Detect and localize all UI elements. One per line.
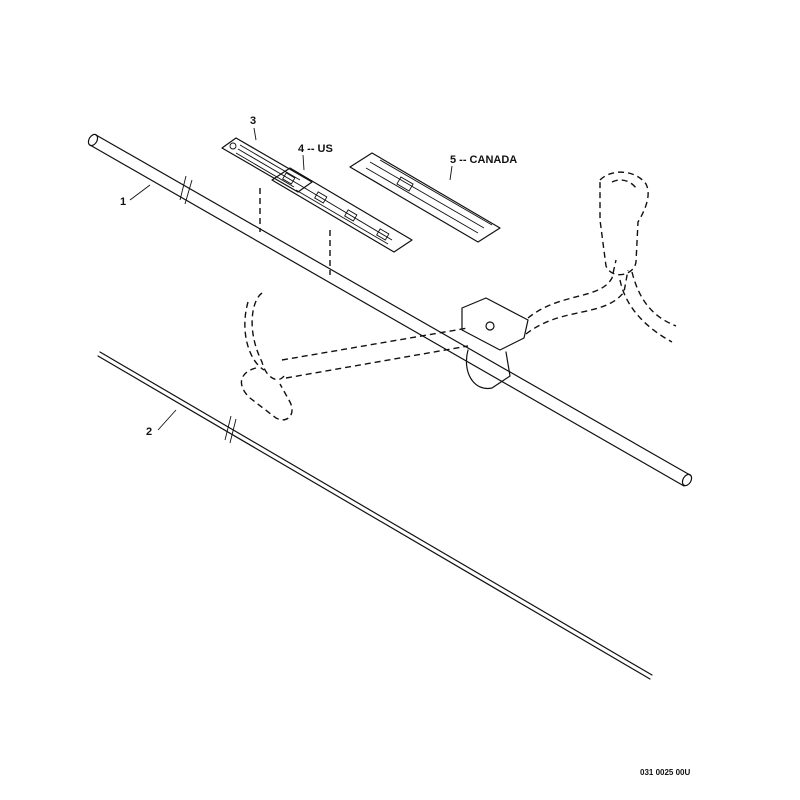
control-handle [599,171,649,276]
callout-4: 4 -- US [298,143,333,171]
loop-handle [240,292,469,421]
callout-label-2: 2 [146,426,152,438]
drive-shaft-part-2 [97,351,653,680]
callout-label-1: 1 [120,196,126,208]
drive-tube-part-1 [87,133,693,487]
callout-3: 3 [250,115,257,141]
label-part-4-us [271,167,413,275]
callout-5: 5 -- CANADA [449,154,517,181]
callout-label-3: 3 [250,115,256,127]
label-part-3 [221,137,313,232]
label-part-5-canada [349,152,501,243]
callout-2: 2 [146,409,177,438]
callout-label-4: 4 -- US [298,143,333,155]
callout-label-5: 5 -- CANADA [450,154,517,166]
drawing-number: 031 0025 00U [640,768,690,777]
callout-1: 1 [120,184,151,208]
handle-clamp [461,297,529,390]
throttle-cable [525,259,677,343]
